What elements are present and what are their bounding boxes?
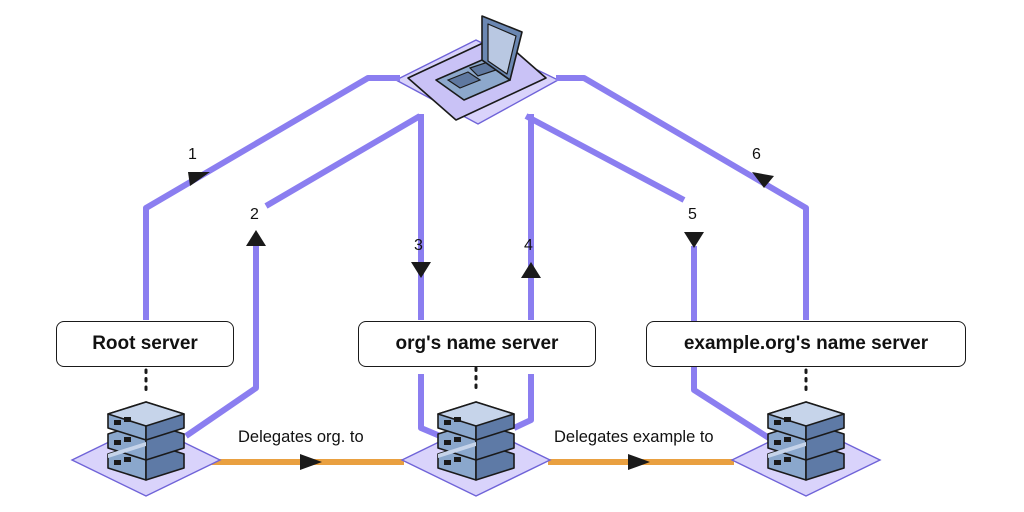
org-name-server-label: org's name server xyxy=(358,321,596,367)
delegation-label-root-to-org: Delegates org. to xyxy=(238,428,364,446)
step-label-4: 4 xyxy=(524,237,533,254)
server-stack-icon xyxy=(731,401,881,497)
step-label-1: 1 xyxy=(188,146,197,163)
step-arrow-5 xyxy=(684,232,704,248)
step-arrows xyxy=(188,172,774,278)
query-path-6 xyxy=(556,75,809,320)
step-label-6: 6 xyxy=(752,146,761,163)
org-server-link-left xyxy=(418,374,442,439)
server-stack-icon xyxy=(71,401,221,497)
query-path-5 xyxy=(524,113,774,443)
delegation-label-org-to-example: Delegates example to xyxy=(554,428,714,446)
delegation-arrow-1 xyxy=(300,454,322,470)
step-label-5: 5 xyxy=(688,206,697,223)
example-org-name-server-label: example.org's name server xyxy=(646,321,966,367)
server-stack-icon xyxy=(401,401,551,497)
step-arrow-6 xyxy=(752,172,774,188)
step-arrow-2 xyxy=(246,230,266,246)
delegation-arrow-2 xyxy=(628,454,650,470)
label-connectors xyxy=(144,366,808,396)
root-server-label: Root server xyxy=(56,321,234,367)
query-paths xyxy=(143,75,809,443)
step-label-2: 2 xyxy=(250,206,259,223)
step-arrow-4 xyxy=(521,262,541,278)
query-path-1 xyxy=(143,75,400,320)
step-label-3: 3 xyxy=(414,237,423,254)
laptop-icon xyxy=(407,15,547,121)
step-arrow-3 xyxy=(411,262,431,278)
query-path-2 xyxy=(184,113,422,439)
org-server-link-right xyxy=(512,374,534,431)
delegation-links xyxy=(190,454,734,470)
step-arrow-1 xyxy=(188,172,210,186)
